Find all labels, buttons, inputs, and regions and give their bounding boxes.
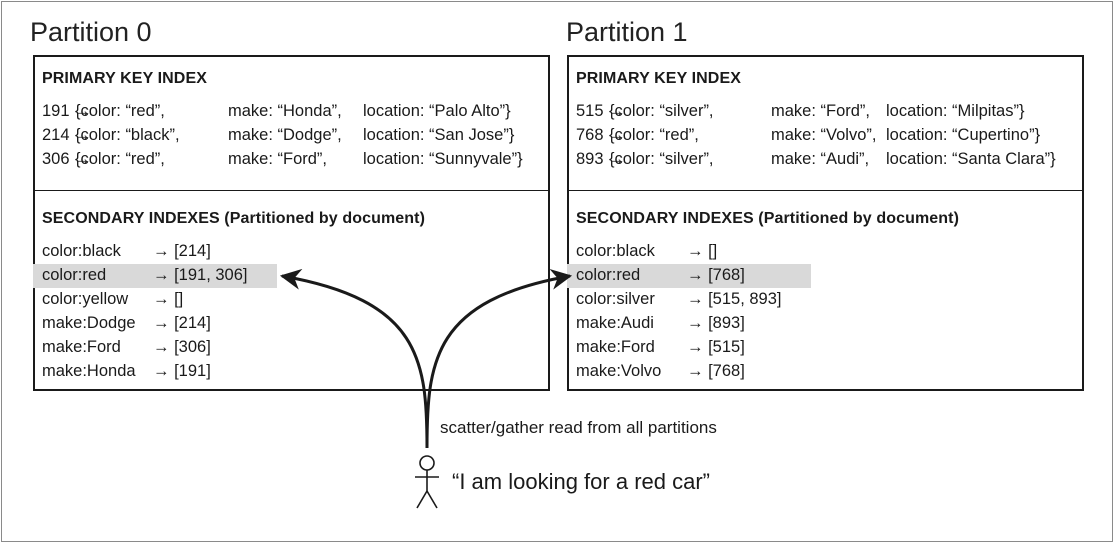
user-query-quote: “I am looking for a red car”	[452, 469, 710, 494]
index-value: → [214]	[153, 314, 211, 332]
scatter-gather-caption: scatter/gather read from all partitions	[440, 418, 717, 437]
index-value: → []	[687, 242, 718, 260]
row-color: {color: “silver”,	[609, 102, 714, 120]
index-value: → [515, 893]	[687, 290, 782, 308]
secondary-index-row: make:Audi → [893]	[567, 312, 811, 336]
secondary-index-row: color:black → []	[567, 240, 811, 264]
row-key: 191 →	[42, 102, 91, 120]
index-value: → [191]	[153, 362, 211, 380]
row-make: make: “Audi”,	[771, 150, 870, 168]
secondary-index-row-highlighted: color:red → [768]	[567, 264, 811, 288]
secondary-index-row: color:silver → [515, 893]	[567, 288, 811, 312]
secondary-indexes-title: SECONDARY INDEXES (Partitioned by docume…	[42, 210, 426, 227]
secondary-index-row: make:Ford → [515]	[567, 336, 811, 360]
row-make: make: “Dodge”,	[228, 126, 342, 144]
index-value: → [893]	[687, 314, 745, 332]
partition-0-box: PRIMARY KEY INDEX 191 →{color: “red”,mak…	[33, 55, 550, 391]
primary-key-index-title: PRIMARY KEY INDEX	[42, 70, 207, 87]
partition-1-box: PRIMARY KEY INDEX 515 →{color: “silver”,…	[567, 55, 1084, 391]
row-location: location: “Cupertino”}	[886, 126, 1041, 144]
index-value: → [768]	[687, 266, 745, 284]
row-key: 893 →	[576, 150, 625, 168]
secondary-index-row: make:Honda → [191]	[33, 360, 277, 384]
index-value: → [191, 306]	[153, 266, 248, 284]
index-key: color:silver	[576, 290, 655, 308]
section-divider	[569, 190, 1082, 191]
index-key: make:Dodge	[42, 314, 136, 332]
index-key: color:red	[576, 266, 641, 284]
secondary-index-row: make:Ford → [306]	[33, 336, 277, 360]
index-value: → [515]	[687, 338, 745, 356]
index-key: color:black	[576, 242, 655, 260]
arrow-to-partition-0	[279, 268, 429, 449]
index-key: make:Honda	[42, 362, 136, 380]
row-key: 515 →	[576, 102, 625, 120]
row-color: {color: “red”,	[75, 150, 165, 168]
row-color: {color: “silver”,	[609, 150, 714, 168]
index-value: → [768]	[687, 362, 745, 380]
row-make: make: “Ford”,	[228, 150, 328, 168]
index-value: → [214]	[153, 242, 211, 260]
row-location: location: “Sunnyvale”}	[363, 150, 523, 168]
secondary-index-row: make:Dodge → [214]	[33, 312, 277, 336]
index-key: color:red	[42, 266, 107, 284]
section-divider	[35, 190, 548, 191]
row-location: location: “Milpitas”}	[886, 102, 1025, 120]
index-key: make:Volvo	[576, 362, 662, 380]
index-key: color:black	[42, 242, 121, 260]
row-make: make: “Ford”,	[771, 102, 871, 120]
index-key: color:yellow	[42, 290, 129, 308]
person-icon	[415, 455, 439, 509]
row-color: {color: “red”,	[75, 102, 165, 120]
row-color: {color: “red”,	[609, 126, 699, 144]
index-value: → []	[153, 290, 184, 308]
arrow-to-partition-1	[425, 268, 573, 449]
row-color: {color: “black”,	[75, 126, 180, 144]
index-key: make:Audi	[576, 314, 654, 332]
index-value: → [306]	[153, 338, 211, 356]
secondary-index-row: color:black → [214]	[33, 240, 277, 264]
row-key: 306 →	[42, 150, 91, 168]
partition-1-title: Partition 1	[566, 17, 688, 47]
secondary-index-row: color:yellow → []	[33, 288, 277, 312]
row-location: location: “San Jose”}	[363, 126, 515, 144]
secondary-index-row: make:Volvo → [768]	[567, 360, 811, 384]
row-key: 214 →	[42, 126, 91, 144]
index-key: make:Ford	[42, 338, 121, 356]
row-make: make: “Volvo”,	[771, 126, 877, 144]
row-location: location: “Palo Alto”}	[363, 102, 511, 120]
row-make: make: “Honda”,	[228, 102, 342, 120]
row-location: location: “Santa Clara”}	[886, 150, 1056, 168]
secondary-index-row-highlighted: color:red → [191, 306]	[33, 264, 277, 288]
partition-0-title: Partition 0	[30, 17, 152, 47]
row-key: 768 →	[576, 126, 625, 144]
secondary-indexes-title: SECONDARY INDEXES (Partitioned by docume…	[576, 210, 960, 227]
primary-key-index-title: PRIMARY KEY INDEX	[576, 70, 741, 87]
index-key: make:Ford	[576, 338, 655, 356]
